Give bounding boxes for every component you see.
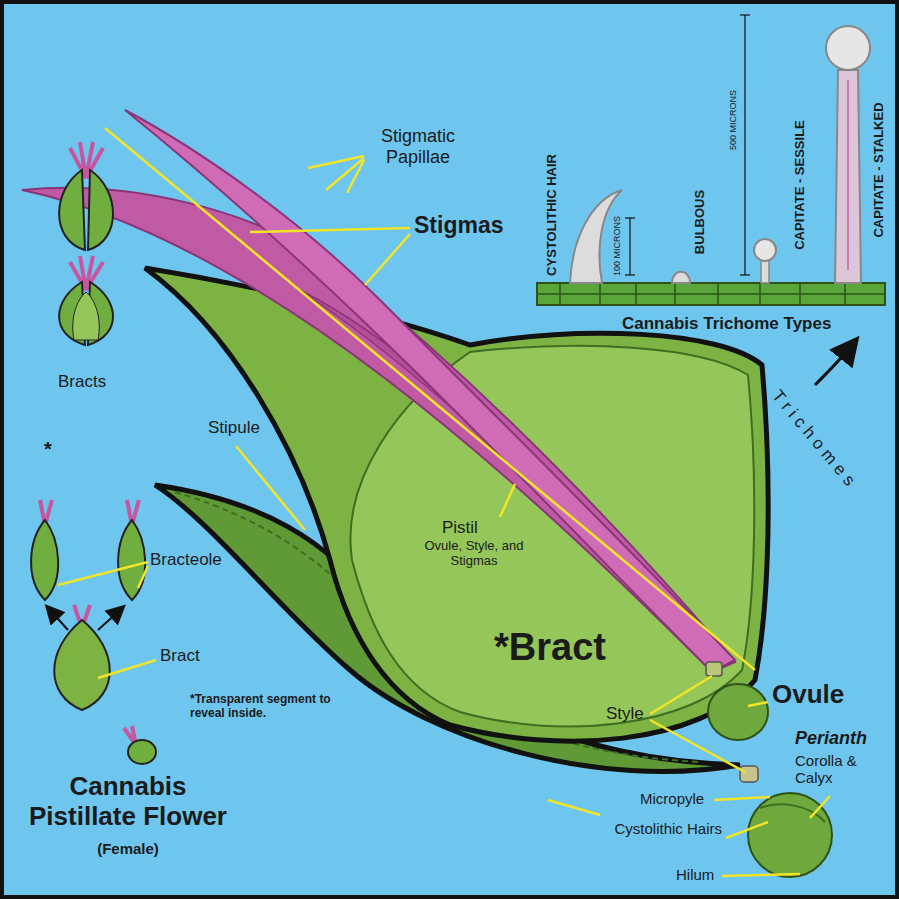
subtitle: (Female) [18,840,238,857]
cystolithic-hair [570,190,622,283]
panel-heading: Cannabis Trichome Types [622,314,831,334]
part-label: Cystolithic Hairs [602,820,722,837]
part-label: Bracts [58,372,106,392]
stigma [125,110,735,672]
dimension: 100 MICRONS [612,216,622,276]
part-label: Trichomes [768,386,862,493]
footnote: *Transparent segment to reveal inside. [190,693,362,721]
part-label: Stigmas [414,212,503,238]
dimension: 500 MICRONS [728,90,738,150]
part-label: Pistil [442,518,478,538]
part-label: Style [606,704,644,724]
part-label: Stigmatic Papillae [368,126,468,167]
stalked-trichome [835,70,861,283]
diagram-title: Cannabis Pistillate Flower [18,772,238,832]
seed [748,793,832,877]
bract-body [145,268,768,741]
part-label: Bract [160,646,200,666]
trichome-type: CYSTOLITHIC HAIR [545,154,560,276]
part-label: Perianth [795,728,867,749]
trichome-type: BULBOUS [693,190,708,254]
asterisk: * [44,438,52,461]
sessile-trichome [754,239,776,261]
stigma [22,188,735,672]
part-note: Corolla & Calyx [795,752,880,787]
part-label: Hilum [676,866,714,883]
trichome-type: CAPITATE - STALKED [872,102,887,237]
part-note: Ovule, Style, and Stigmas [418,539,530,569]
bulbous-trichome [672,272,690,283]
trichome-type: CAPITATE - SESSILE [793,120,808,250]
part-label: Micropyle [640,790,704,807]
part-label: Ovule [772,680,844,710]
part-label: Stipule [208,418,260,438]
part-label: Bracteole [150,550,222,570]
ovule [708,684,768,740]
transparent-segment [350,346,754,726]
part-label: *Bract [494,626,606,670]
